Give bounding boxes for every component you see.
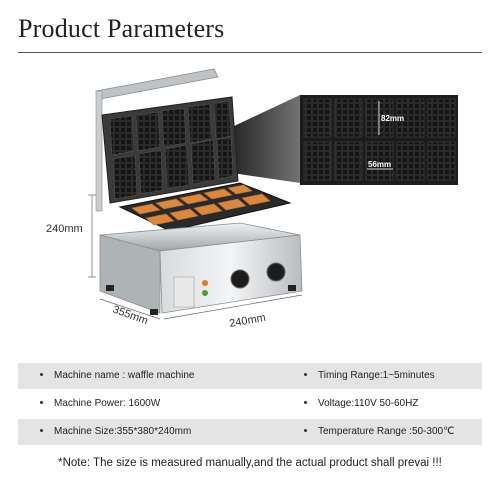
spec-machine-size: Machine Size:355*380*240mm — [54, 426, 192, 437]
page-title: Product Parameters — [18, 14, 225, 43]
spec-row: Machine name : waffle machine Timing Ran… — [18, 363, 482, 389]
plate-zoom-detail: 82mm 56mm — [300, 95, 458, 185]
lid-handle — [95, 68, 219, 212]
temperature-knob-icon — [266, 262, 286, 282]
spec-voltage: Voltage:110V 50-60HZ — [318, 398, 419, 409]
timer-knob-icon — [230, 269, 250, 289]
bullet-icon — [304, 400, 307, 404]
upper-plate — [101, 96, 239, 204]
dimension-lines — [88, 194, 303, 320]
zoom-beam — [232, 95, 300, 183]
cell-width-label: 56mm — [368, 160, 391, 169]
bullet-icon — [304, 428, 307, 432]
bullet-icon — [40, 372, 43, 376]
height-dimension-label: 240mm — [46, 223, 83, 235]
width-dimension-label: 240mm — [228, 312, 266, 330]
spec-machine-name: Machine name : waffle machine — [54, 370, 195, 381]
spec-row: Machine Size:355*380*240mm Temperature R… — [18, 419, 482, 445]
title-divider — [18, 52, 482, 53]
product-illustration: 82mm 56mm — [46, 68, 458, 330]
machine-body — [99, 222, 303, 315]
footnote: *Note: The size is measured manually,and… — [58, 457, 442, 469]
bullet-icon — [304, 372, 307, 376]
bullet-icon — [40, 400, 43, 404]
lower-plate — [118, 182, 292, 232]
cell-height-label: 82mm — [381, 114, 404, 123]
spec-temperature-range: Temperature Range :50-300℃ — [318, 426, 455, 437]
spec-timing-range: Timing Range:1~5minutes — [318, 370, 435, 381]
indicator-light-icon — [202, 280, 208, 286]
spec-machine-power: Machine Power: 1600W — [54, 398, 161, 409]
spec-row: Machine Power: 1600W Voltage:110V 50-60H… — [18, 391, 482, 417]
bullet-icon — [40, 428, 43, 432]
